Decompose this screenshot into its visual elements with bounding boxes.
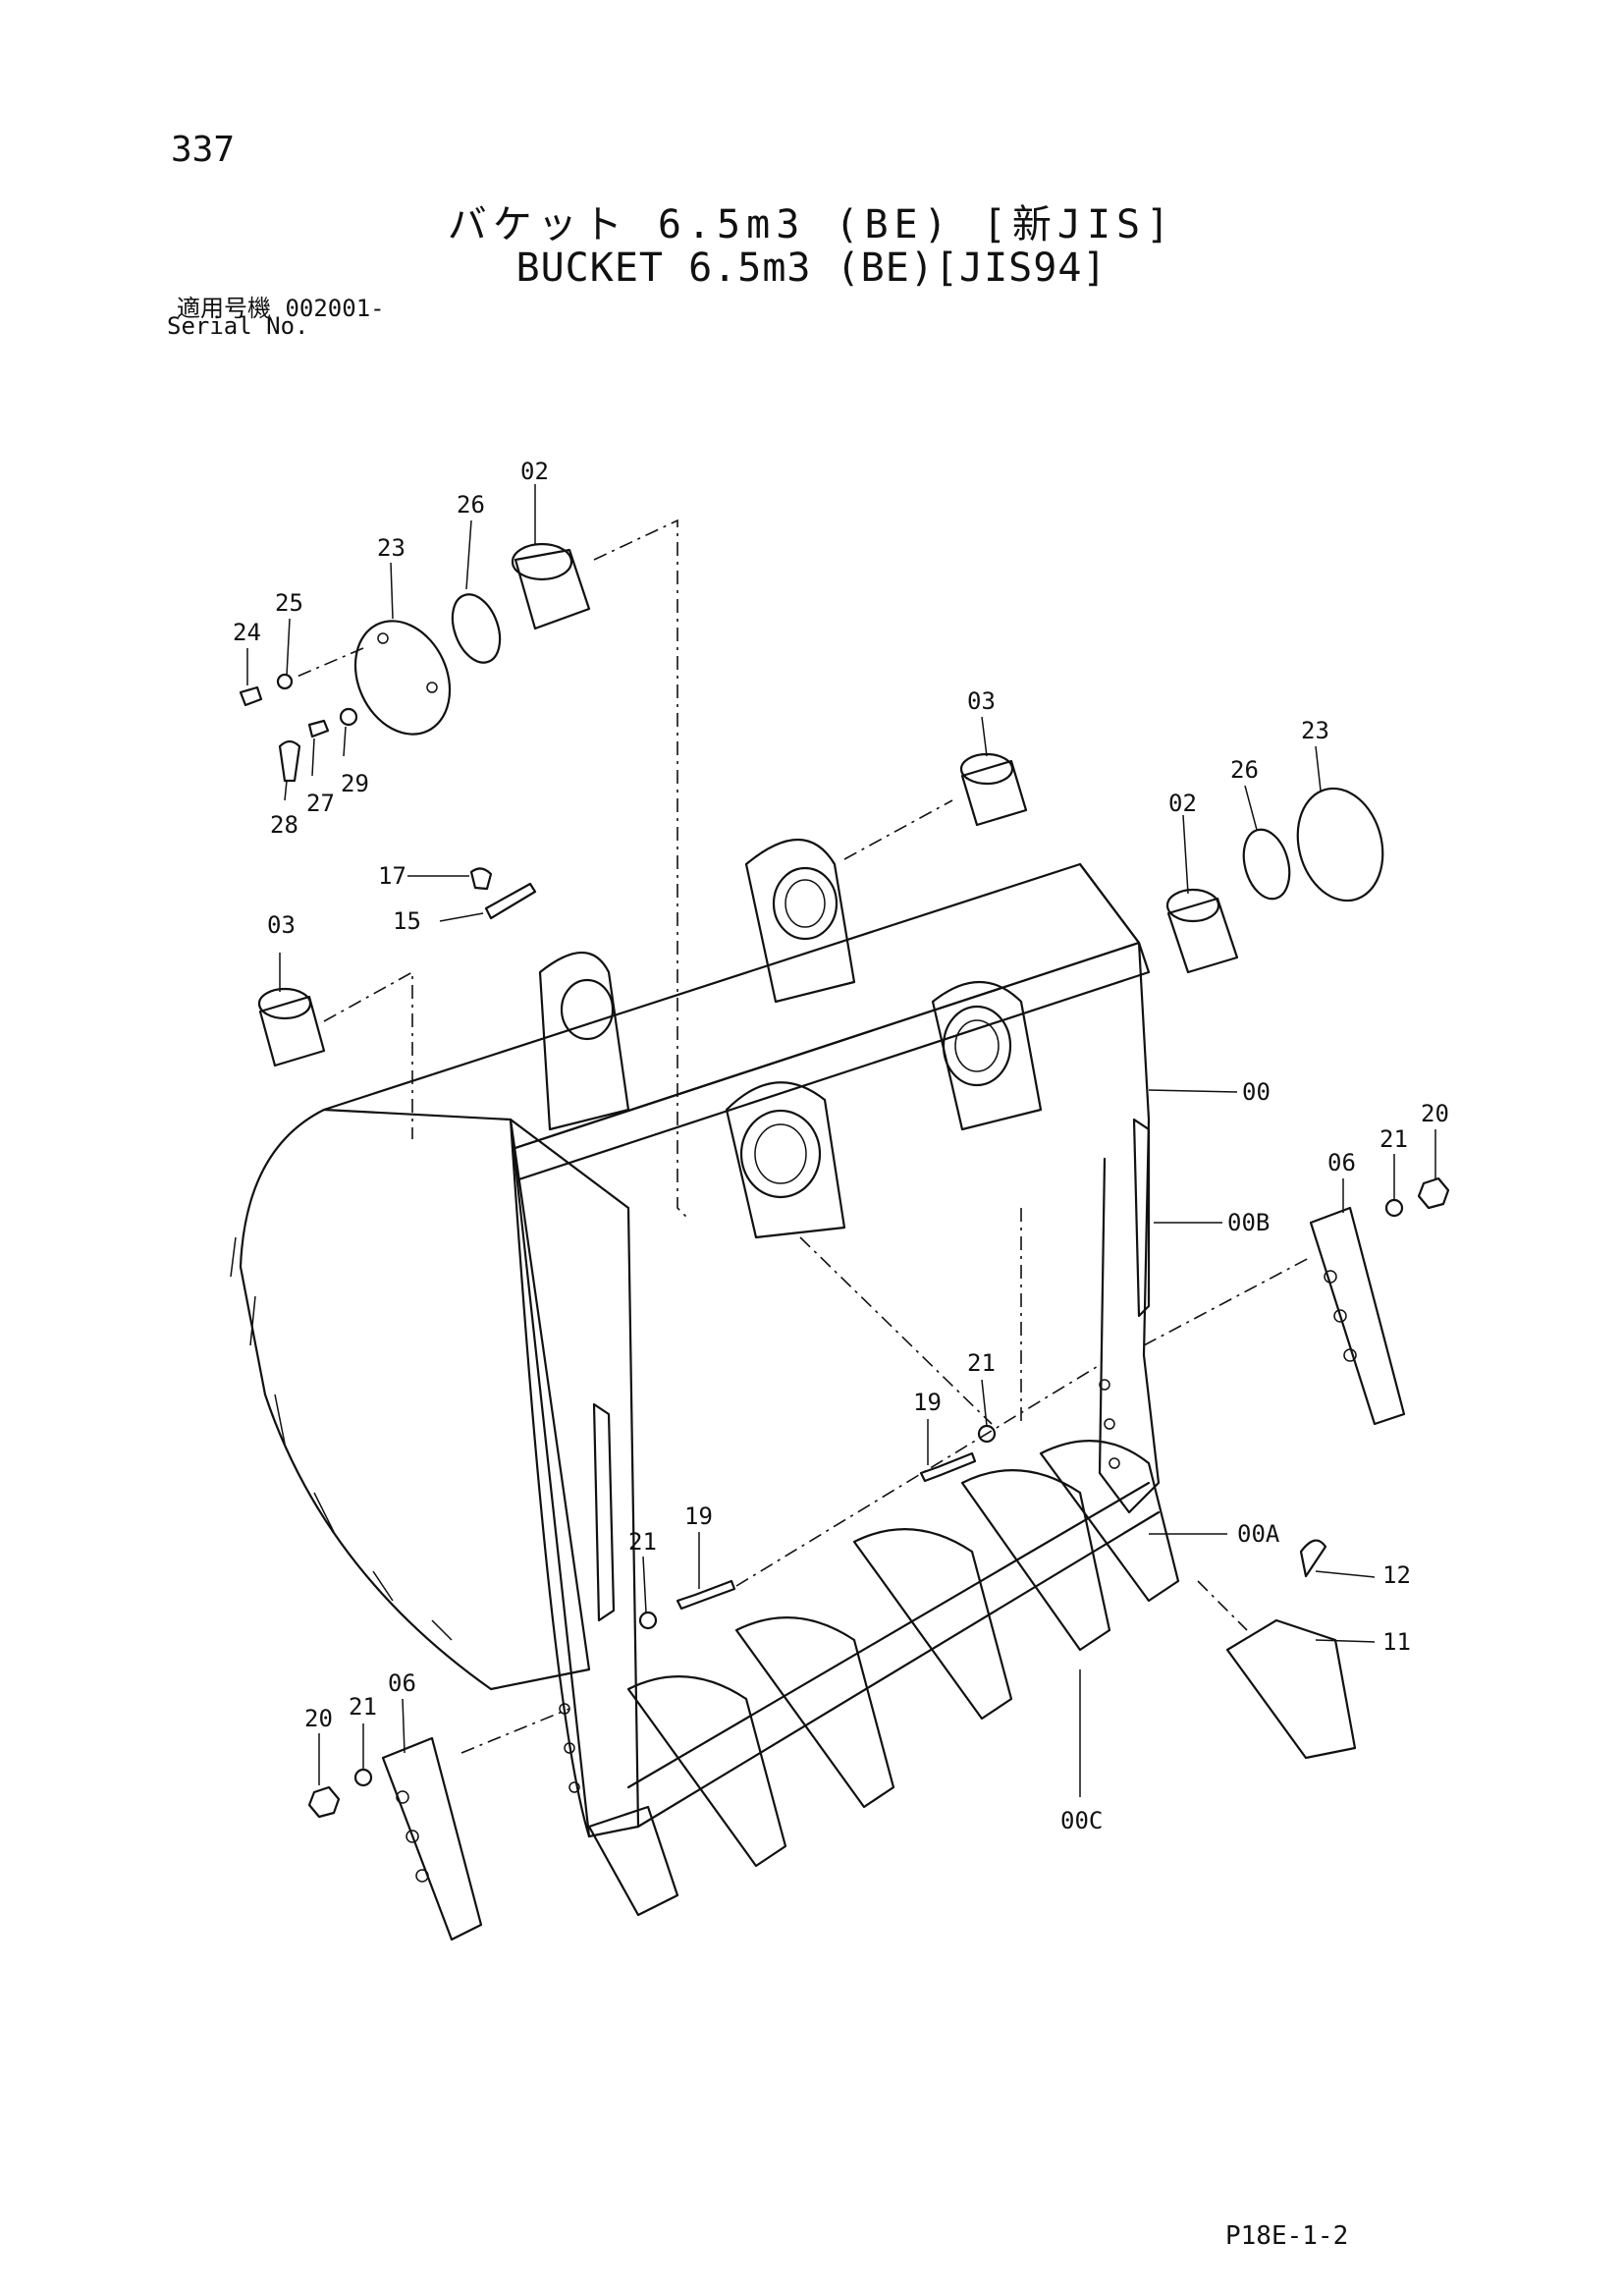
callout-00C: 00C bbox=[1060, 1807, 1103, 1834]
callout-11: 11 bbox=[1382, 1628, 1411, 1656]
serial-label-japanese: 適用号機 002001- bbox=[177, 295, 385, 322]
callout-27: 27 bbox=[306, 790, 335, 817]
callout-15: 15 bbox=[393, 907, 421, 935]
callout-23-upper: 23 bbox=[377, 534, 406, 562]
callout-23-right: 23 bbox=[1301, 717, 1329, 744]
page-number: 337 bbox=[171, 130, 236, 170]
callout-26-upper: 26 bbox=[457, 491, 485, 519]
callout-20-left: 20 bbox=[304, 1705, 333, 1732]
part-callouts: 02 26 23 25 24 29 27 28 03 03 02 26 23 1… bbox=[233, 458, 1449, 1834]
callout-00A: 00A bbox=[1237, 1520, 1280, 1548]
callout-06-right: 06 bbox=[1327, 1149, 1356, 1176]
callout-06-left: 06 bbox=[388, 1669, 416, 1697]
title-english: BUCKET 6.5m3 (BE)[JIS94] bbox=[515, 246, 1108, 291]
callout-02-upper: 02 bbox=[520, 458, 549, 485]
callout-21-left: 21 bbox=[349, 1693, 377, 1721]
callout-03-upper: 03 bbox=[967, 687, 996, 715]
callout-21-left-center: 21 bbox=[628, 1528, 657, 1556]
callout-00B: 00B bbox=[1227, 1209, 1270, 1236]
callout-19-center: 19 bbox=[913, 1389, 942, 1416]
leader-lines bbox=[246, 484, 1436, 1797]
callout-25: 25 bbox=[275, 589, 303, 617]
callout-02-right: 02 bbox=[1168, 790, 1197, 817]
title-japanese: バケット 6.5m3 (BE) [新JIS] bbox=[447, 202, 1176, 247]
callout-17: 17 bbox=[378, 862, 406, 890]
callout-26-right: 26 bbox=[1230, 756, 1259, 784]
callout-03-left: 03 bbox=[267, 911, 296, 939]
callout-19-left: 19 bbox=[684, 1503, 713, 1530]
serial-label-english: Serial No. bbox=[167, 312, 309, 340]
callout-29: 29 bbox=[341, 770, 369, 797]
callout-28: 28 bbox=[270, 811, 298, 839]
callout-12: 12 bbox=[1382, 1561, 1411, 1589]
callout-21-right: 21 bbox=[1380, 1125, 1408, 1153]
bucket-teeth bbox=[587, 1440, 1180, 1917]
bucket-body bbox=[230, 839, 1180, 1917]
callout-20-right: 20 bbox=[1421, 1100, 1449, 1127]
callout-24: 24 bbox=[233, 619, 261, 646]
callout-21-center: 21 bbox=[967, 1349, 996, 1377]
page-code: P18E-1-2 bbox=[1225, 2221, 1349, 2251]
callout-00: 00 bbox=[1242, 1078, 1271, 1106]
